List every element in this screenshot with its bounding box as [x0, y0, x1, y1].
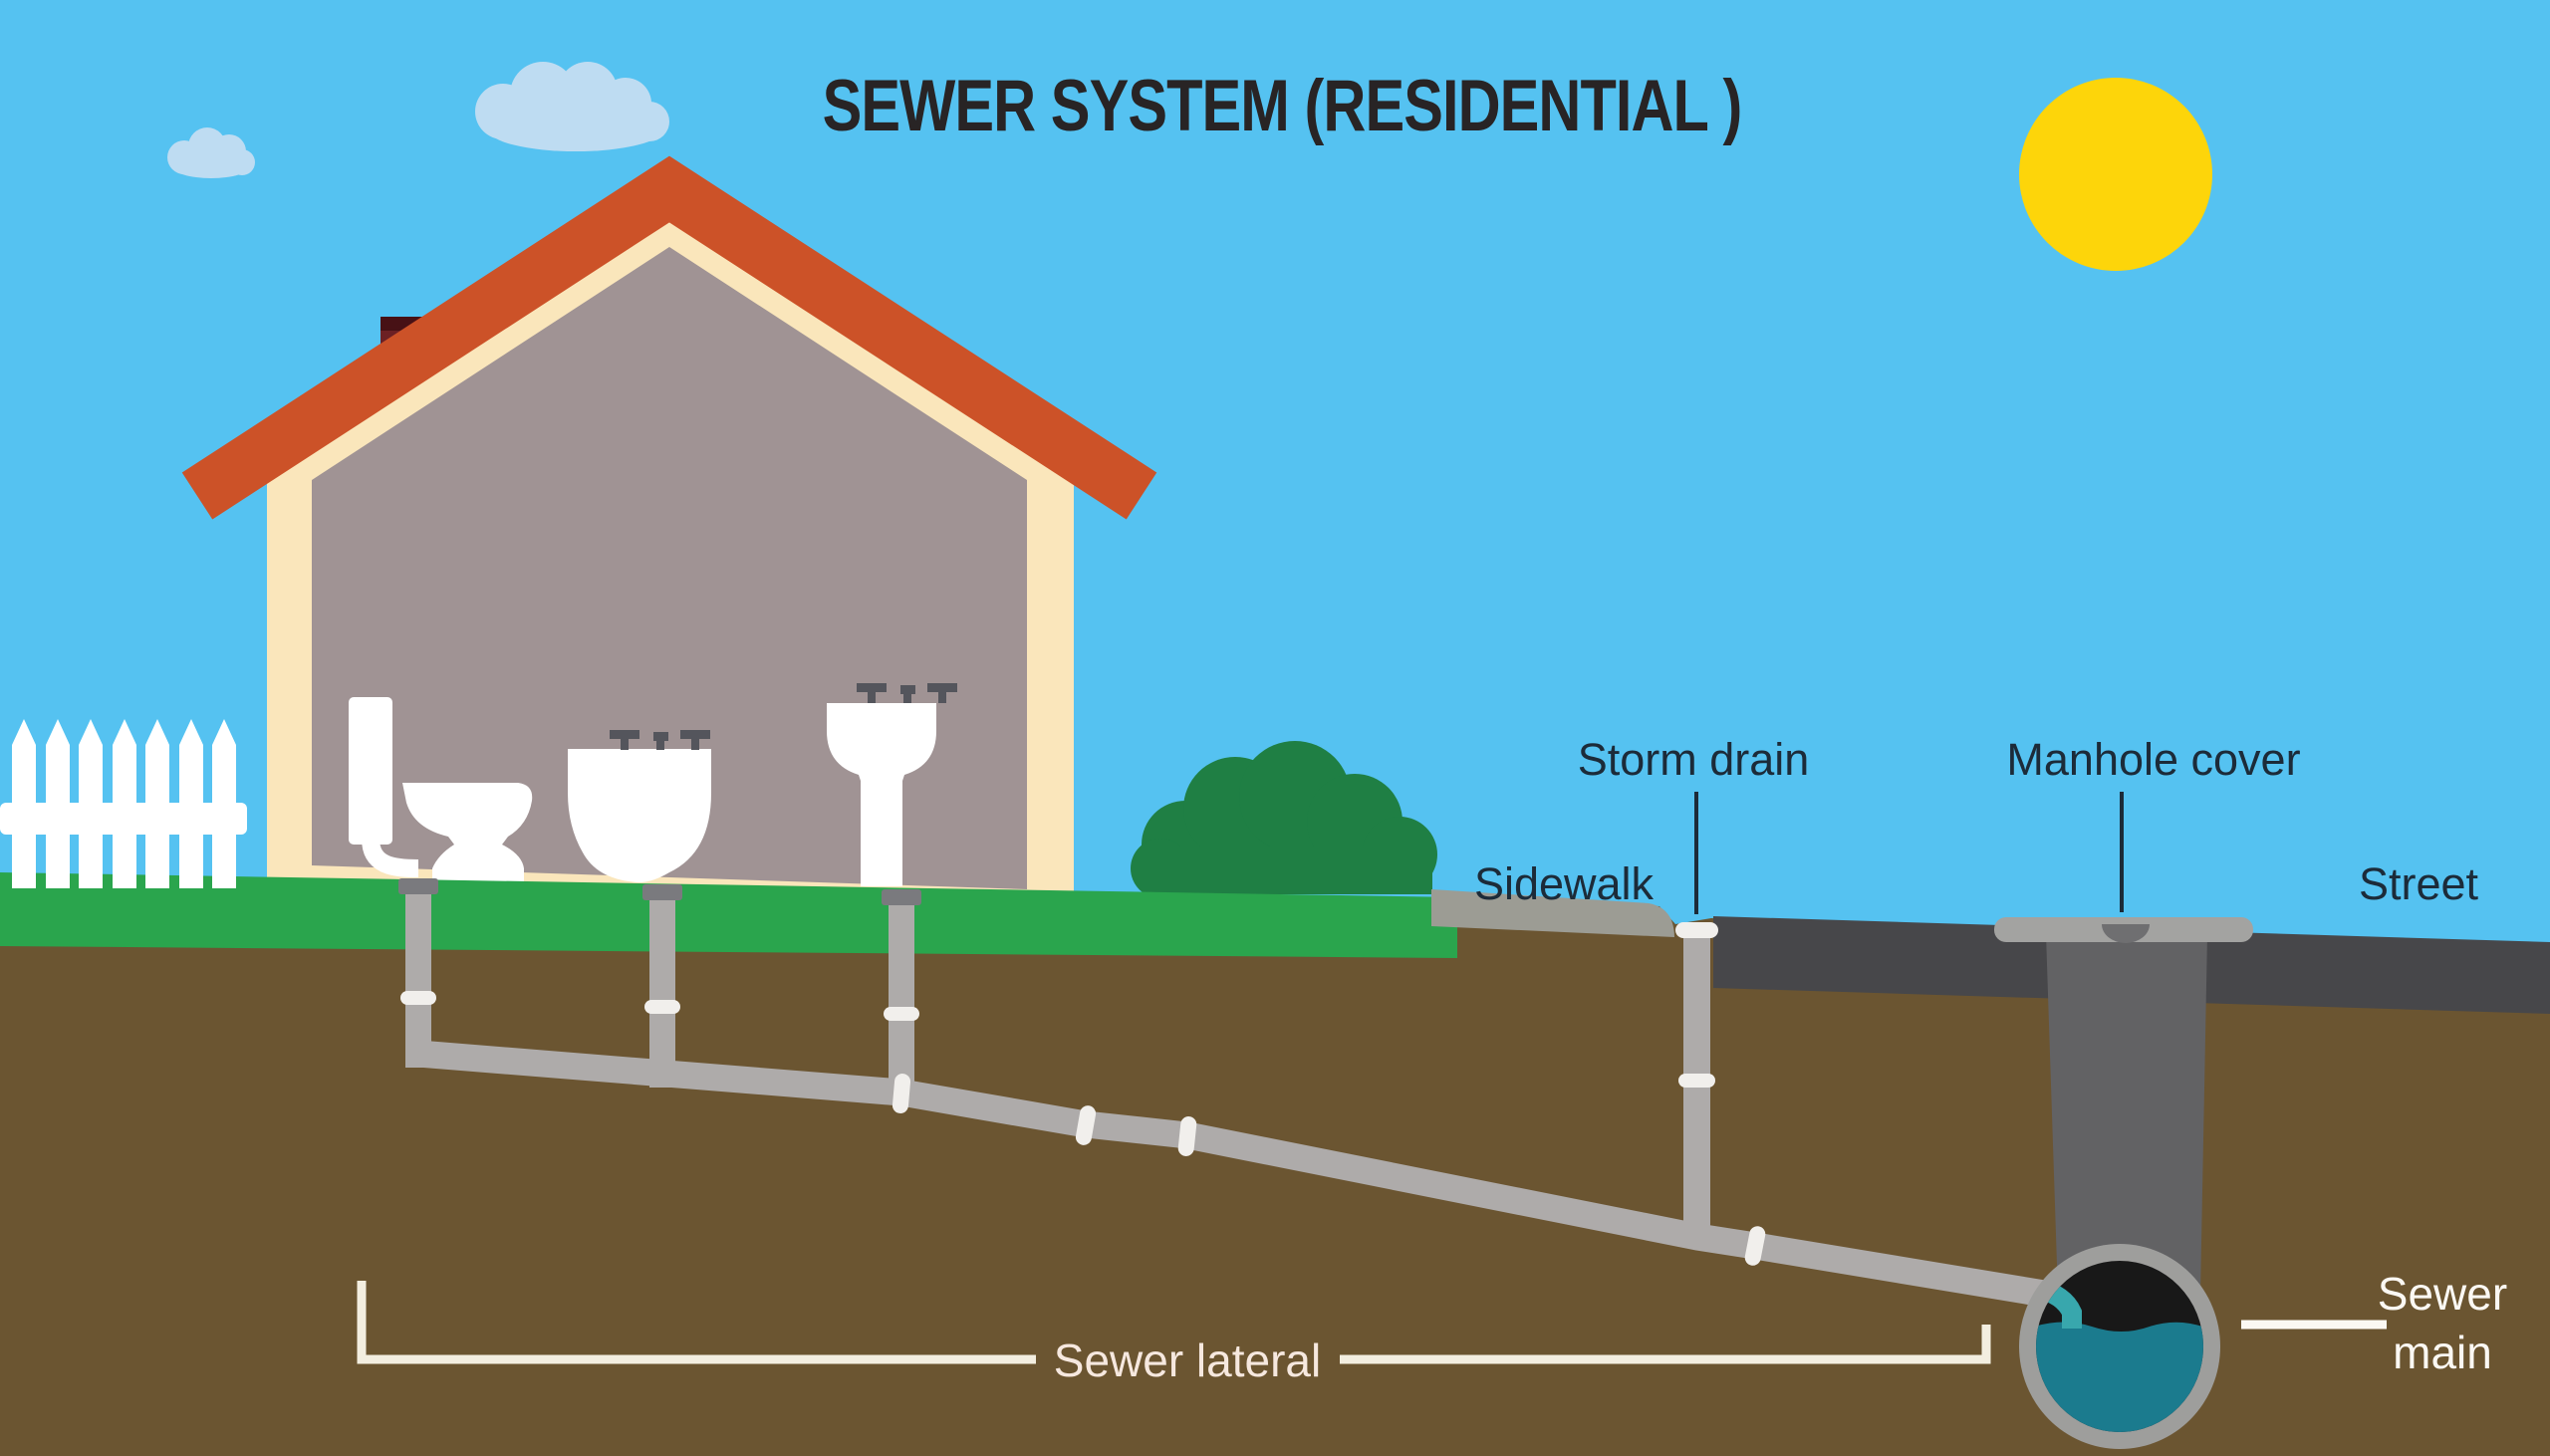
grass-lawn: [0, 872, 1457, 958]
drain-pipes: [405, 880, 1710, 1241]
bush-icon: [1131, 741, 1437, 898]
manhole-shaft: [2046, 934, 2207, 1295]
picket-fence: [0, 719, 247, 888]
sink-drain-pipe: [649, 886, 675, 1088]
bathroom-fixtures: [349, 697, 936, 886]
toilet-drain-pipe: [405, 880, 431, 1068]
label-manhole-cover: Manhole cover: [2006, 734, 2300, 785]
pipe-couplings: [400, 922, 1766, 1266]
manhole-cover-bump: [2102, 924, 2150, 943]
label-sewer-main-line1: Sewer: [2378, 1268, 2507, 1320]
label-storm-drain: Storm drain: [1578, 734, 1810, 785]
sewer-lateral-bracket: [357, 1281, 1991, 1364]
label-street: Street: [2359, 858, 2479, 909]
pedestal-faucet-icons: [857, 683, 957, 703]
sewer-main-water: [2036, 1322, 2203, 1432]
pedestal-drain-pipe: [889, 891, 914, 1098]
pipe-caps: [398, 878, 921, 905]
cloud-right-icon: [475, 62, 669, 151]
label-sidewalk: Sidewalk: [1474, 858, 1655, 909]
page-title: SEWER SYSTEM (RESIDENTIAL ): [823, 65, 1742, 146]
pedestal-sink-icon: [827, 703, 936, 886]
toilet-tank-icon: [349, 697, 392, 845]
cloud-left-icon: [167, 127, 255, 178]
toilet-flush-pipe-icon: [362, 838, 419, 877]
sink-icon: [568, 749, 711, 882]
house-roof: [181, 155, 1157, 520]
sink-faucet-icons: [610, 730, 710, 750]
sun-icon: [2019, 78, 2212, 271]
sidewalk-surface: [1431, 889, 1674, 937]
toilet-icon: [402, 783, 533, 886]
label-sewer-main-line2: main: [2393, 1327, 2492, 1378]
label-sewer-lateral: Sewer lateral: [1054, 1335, 1321, 1386]
